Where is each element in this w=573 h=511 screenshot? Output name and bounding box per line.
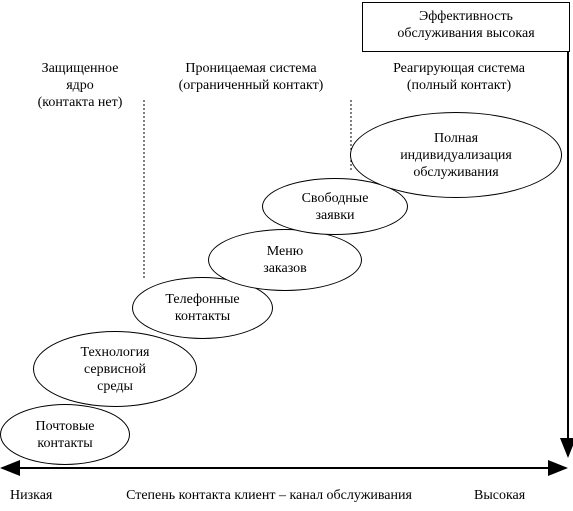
channel-full-line2: индивидуализация xyxy=(400,147,512,163)
efficiency-box: Эффективность обслуживания высокая xyxy=(362,2,570,52)
channel-order-menu: Меню заказов xyxy=(208,229,362,291)
axis-title: Степень контакта клиент – канал обслужив… xyxy=(126,488,412,503)
channel-full-line3: обслуживания xyxy=(413,164,499,180)
efficiency-line1: Эффективность xyxy=(419,9,513,24)
axis-label-low: Низкая xyxy=(10,488,53,503)
channel-full-customization: Полная индивидуализация обслуживания xyxy=(350,112,562,198)
channel-free-line1: Свободные xyxy=(301,190,369,206)
channel-full-line1: Полная xyxy=(433,130,479,146)
channel-free-line2: заявки xyxy=(315,207,355,223)
channel-tech-line3: среды xyxy=(97,378,133,394)
zone-label-core: Защищенное ядро (контакта нет) xyxy=(20,60,140,111)
zone-core-line2: ядро xyxy=(66,78,94,93)
channel-tech-line1: Технология xyxy=(80,344,150,360)
zone-permeable-line2: (ограниченный контакт) xyxy=(178,78,324,93)
channel-phone-line2: контакты xyxy=(174,309,231,324)
zone-core-line3: (контакта нет) xyxy=(37,95,123,110)
axis-label-high: Высокая xyxy=(474,488,526,503)
channel-mail-line2: контакты xyxy=(37,435,93,451)
channel-free-requests: Свободные заявки xyxy=(262,178,408,235)
zone-reactive-line2: (полный контакт) xyxy=(406,78,512,93)
channel-service-environment-tech: Технология сервисной среды xyxy=(33,331,197,407)
channel-menu-line1: Меню xyxy=(266,244,304,259)
zone-permeable-line1: Проницаемая система xyxy=(185,61,317,76)
zone-reactive-line1: Реагирующая система xyxy=(393,61,525,76)
zone-label-permeable: Проницаемая система (ограниченный контак… xyxy=(158,60,344,94)
efficiency-line2: обслуживания высокая xyxy=(397,26,535,41)
channel-menu-line2: заказов xyxy=(263,261,307,276)
zone-label-reactive: Реагирующая система (полный контакт) xyxy=(366,60,552,94)
channel-mail-line1: Почтовые xyxy=(35,418,95,434)
channel-phone-line1: Телефонные xyxy=(165,292,240,307)
channel-tech-line2: сервисной xyxy=(84,361,146,377)
zone-core-line1: Защищенное xyxy=(41,61,119,76)
channel-mail-contacts: Почтовые контакты xyxy=(0,404,130,465)
